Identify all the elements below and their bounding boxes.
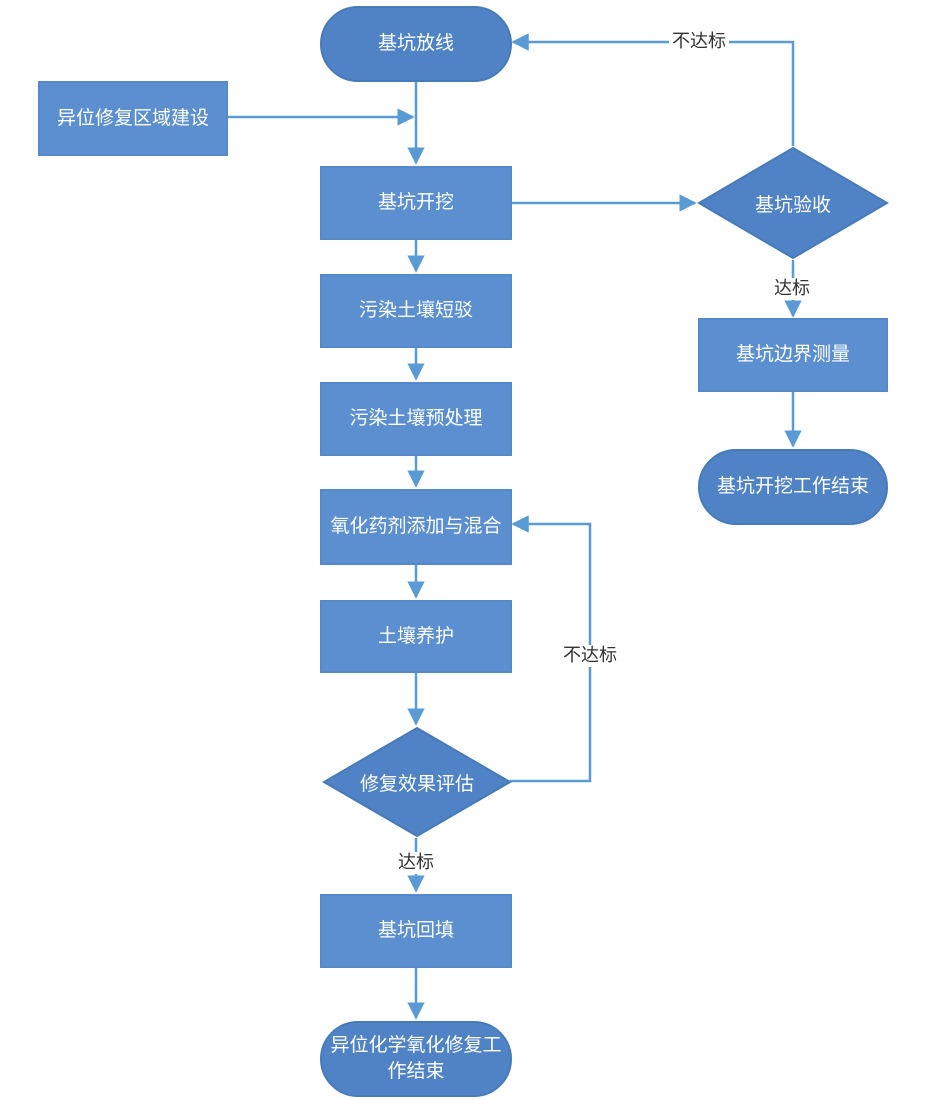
decision-diamond-shape — [322, 726, 512, 838]
node-start-label: 基坑放线 — [377, 32, 454, 55]
edge-label-evaluation-fail: 不达标 — [560, 645, 620, 667]
node-boundary-survey-label: 基坑边界测量 — [735, 343, 850, 366]
node-crushing: 污染土壤短驳 — [320, 274, 512, 348]
node-curing-label: 土壤养护 — [377, 624, 454, 647]
edge-label-acceptance-pass: 达标 — [771, 278, 813, 300]
node-effect-evaluation-label: 修复效果评估 — [359, 772, 474, 795]
node-remediation-end-label: 异位化学氧化修复工作结束 — [330, 1034, 502, 1082]
node-pretreatment: 污染土壤预处理 — [320, 382, 512, 456]
node-oxidant-mixing-label: 氧化药剂添加与混合 — [330, 515, 502, 538]
node-offsite-zone: 异位修复区域建设 — [38, 81, 228, 156]
node-oxidant-mixing: 氧化药剂添加与混合 — [320, 489, 512, 565]
node-excavation-end: 基坑开挖工作结束 — [698, 449, 888, 525]
node-crushing-label: 污染土壤短驳 — [358, 299, 473, 322]
node-excavation: 基坑开挖 — [320, 166, 512, 240]
node-backfill: 基坑回填 — [320, 894, 512, 968]
node-pretreatment-label: 污染土壤预处理 — [349, 407, 483, 430]
node-effect-evaluation: 修复效果评估 — [322, 726, 512, 838]
node-excavation-label: 基坑开挖 — [377, 191, 454, 214]
node-excavation-end-label: 基坑开挖工作结束 — [716, 475, 869, 498]
node-offsite-zone-label: 异位修复区域建设 — [56, 106, 209, 129]
node-curing: 土壤养护 — [320, 600, 512, 673]
node-boundary-survey: 基坑边界测量 — [698, 318, 888, 392]
node-pit-acceptance-label: 基坑验收 — [754, 193, 831, 216]
edge-acceptance-fail-loop — [511, 33, 795, 146]
node-pit-acceptance: 基坑验收 — [697, 146, 889, 260]
node-remediation-end: 异位化学氧化修复工作结束 — [320, 1021, 512, 1097]
edge-label-acceptance-fail: 不达标 — [669, 31, 729, 53]
node-backfill-label: 基坑回填 — [377, 919, 454, 942]
node-start: 基坑放线 — [320, 6, 512, 82]
decision-diamond-shape — [697, 146, 889, 260]
edge-label-evaluation-pass: 达标 — [395, 852, 437, 874]
